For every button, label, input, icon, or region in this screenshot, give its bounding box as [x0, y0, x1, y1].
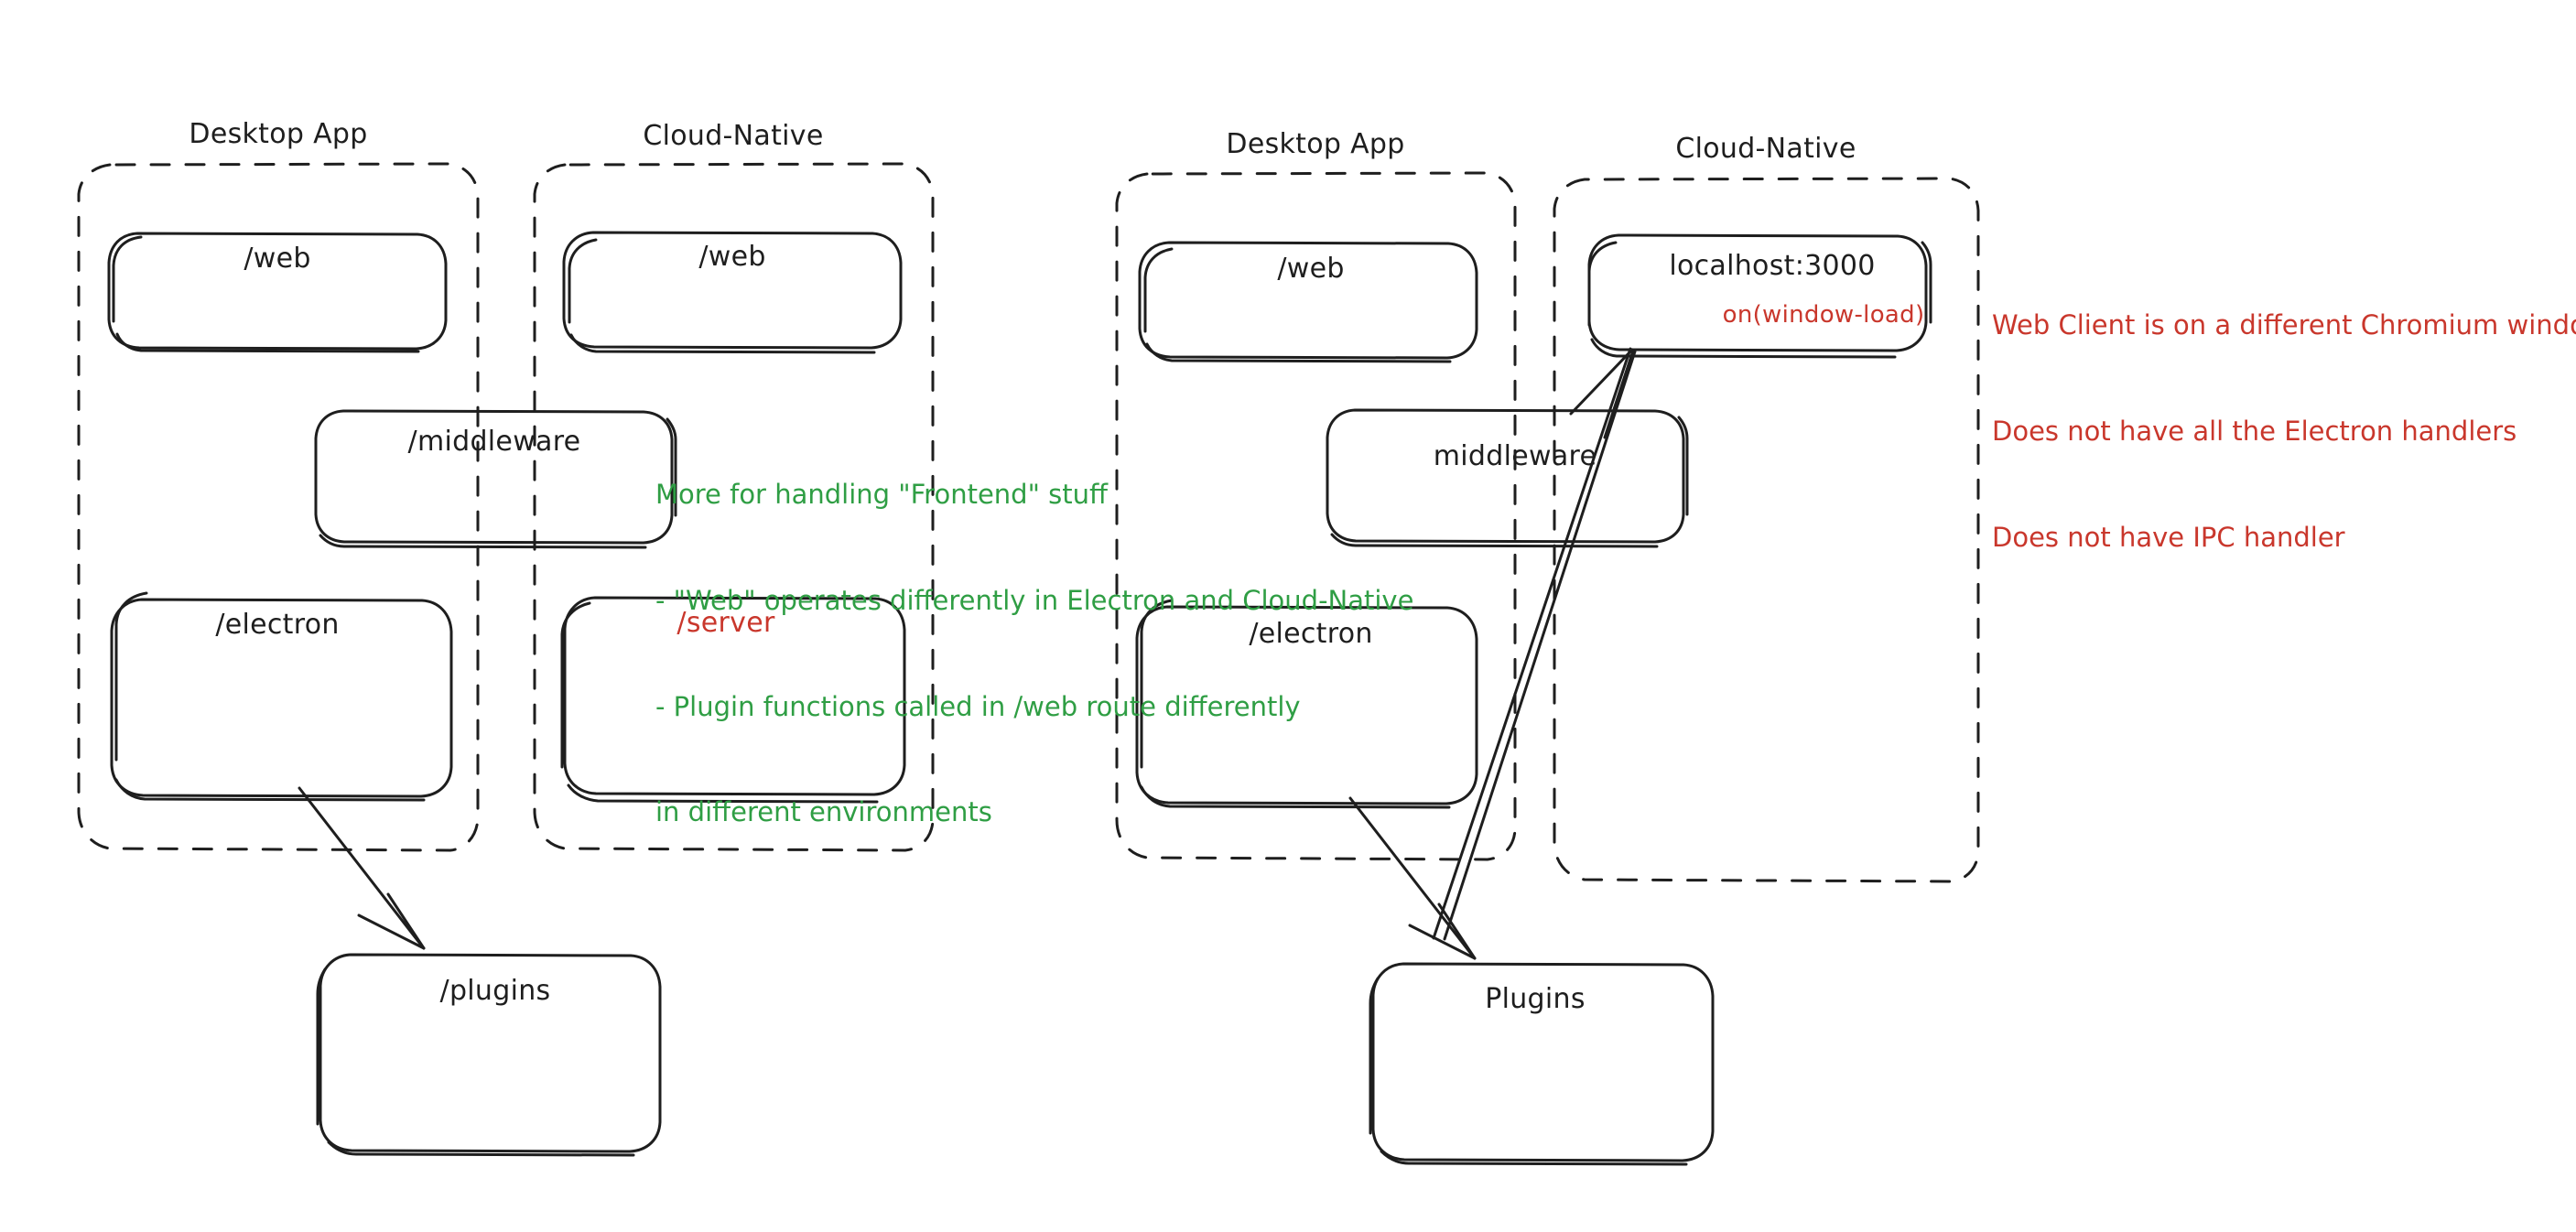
box-label-left-desktop-web: /web [244, 243, 311, 275]
box-label-left-server: /server [676, 607, 775, 639]
arrow-left-electron-to-plugins [298, 786, 426, 950]
annotation-green-note: More for handling "Frontend" stuff - "We… [655, 406, 1413, 901]
annotation-green-line-4: in different environments [655, 796, 992, 828]
group-frame-right-desktop [1115, 171, 1517, 861]
group-frame-right-cloud [1553, 177, 1980, 883]
box-label-left-middleware: /middleware [407, 426, 581, 458]
box-label-right-electron: /electron [1249, 618, 1373, 650]
box-frame-left-middleware [314, 409, 677, 549]
annotation-green-line-3: - Plugin functions called in /web route … [655, 690, 1301, 722]
group-title-left-cloud: Cloud-Native [643, 120, 824, 152]
group-title-right-desktop: Desktop App [1226, 128, 1405, 160]
arrow-right-electron-to-localhost [1432, 347, 1637, 941]
box-frame-right-middleware [1326, 408, 1689, 548]
box-label-left-plugins: /plugins [439, 975, 551, 1007]
box-frame-right-plugins [1369, 962, 1715, 1166]
box-label-right-middleware: middleware [1433, 440, 1597, 472]
annotation-green-line-1: More for handling "Frontend" stuff [655, 479, 1108, 511]
annotation-green-line-2: - "Web" operates differently in Electron… [655, 584, 1414, 616]
box-label-left-electron: /electron [215, 609, 340, 641]
box-frame-right-localhost [1587, 233, 1932, 359]
box-label-right-localhost-sublabel: on(window-load) [1722, 301, 1925, 329]
group-title-left-desktop: Desktop App [189, 118, 368, 150]
box-frame-right-desktop-web [1138, 241, 1478, 363]
box-frame-left-desktop-web [107, 232, 448, 353]
box-label-right-localhost: localhost:3000 [1669, 250, 1876, 282]
group-frame-left-cloud [533, 162, 935, 852]
group-title-right-cloud: Cloud-Native [1675, 133, 1856, 165]
box-frame-left-plugins [316, 953, 662, 1157]
box-label-right-desktop-web: /web [1277, 253, 1345, 285]
box-frame-left-cloud-web [562, 231, 903, 354]
box-frame-right-electron [1135, 599, 1478, 809]
box-label-left-cloud-web: /web [698, 241, 766, 273]
box-label-right-plugins: Plugins [1485, 983, 1586, 1015]
annotation-red-line-1: Web Client is on a different Chromium wi… [1992, 309, 2576, 341]
box-frame-left-electron [110, 591, 453, 802]
annotation-red-note: Web Client is on a different Chromium wi… [1992, 237, 2576, 625]
group-frame-left-desktop [77, 162, 480, 852]
annotation-red-line-2: Does not have all the Electron handlers [1992, 415, 2517, 447]
annotation-red-line-3: Does not have IPC handler [1992, 521, 2345, 553]
box-frame-left-server [560, 596, 906, 804]
arrow-right-electron-to-plugins [1348, 796, 1477, 960]
